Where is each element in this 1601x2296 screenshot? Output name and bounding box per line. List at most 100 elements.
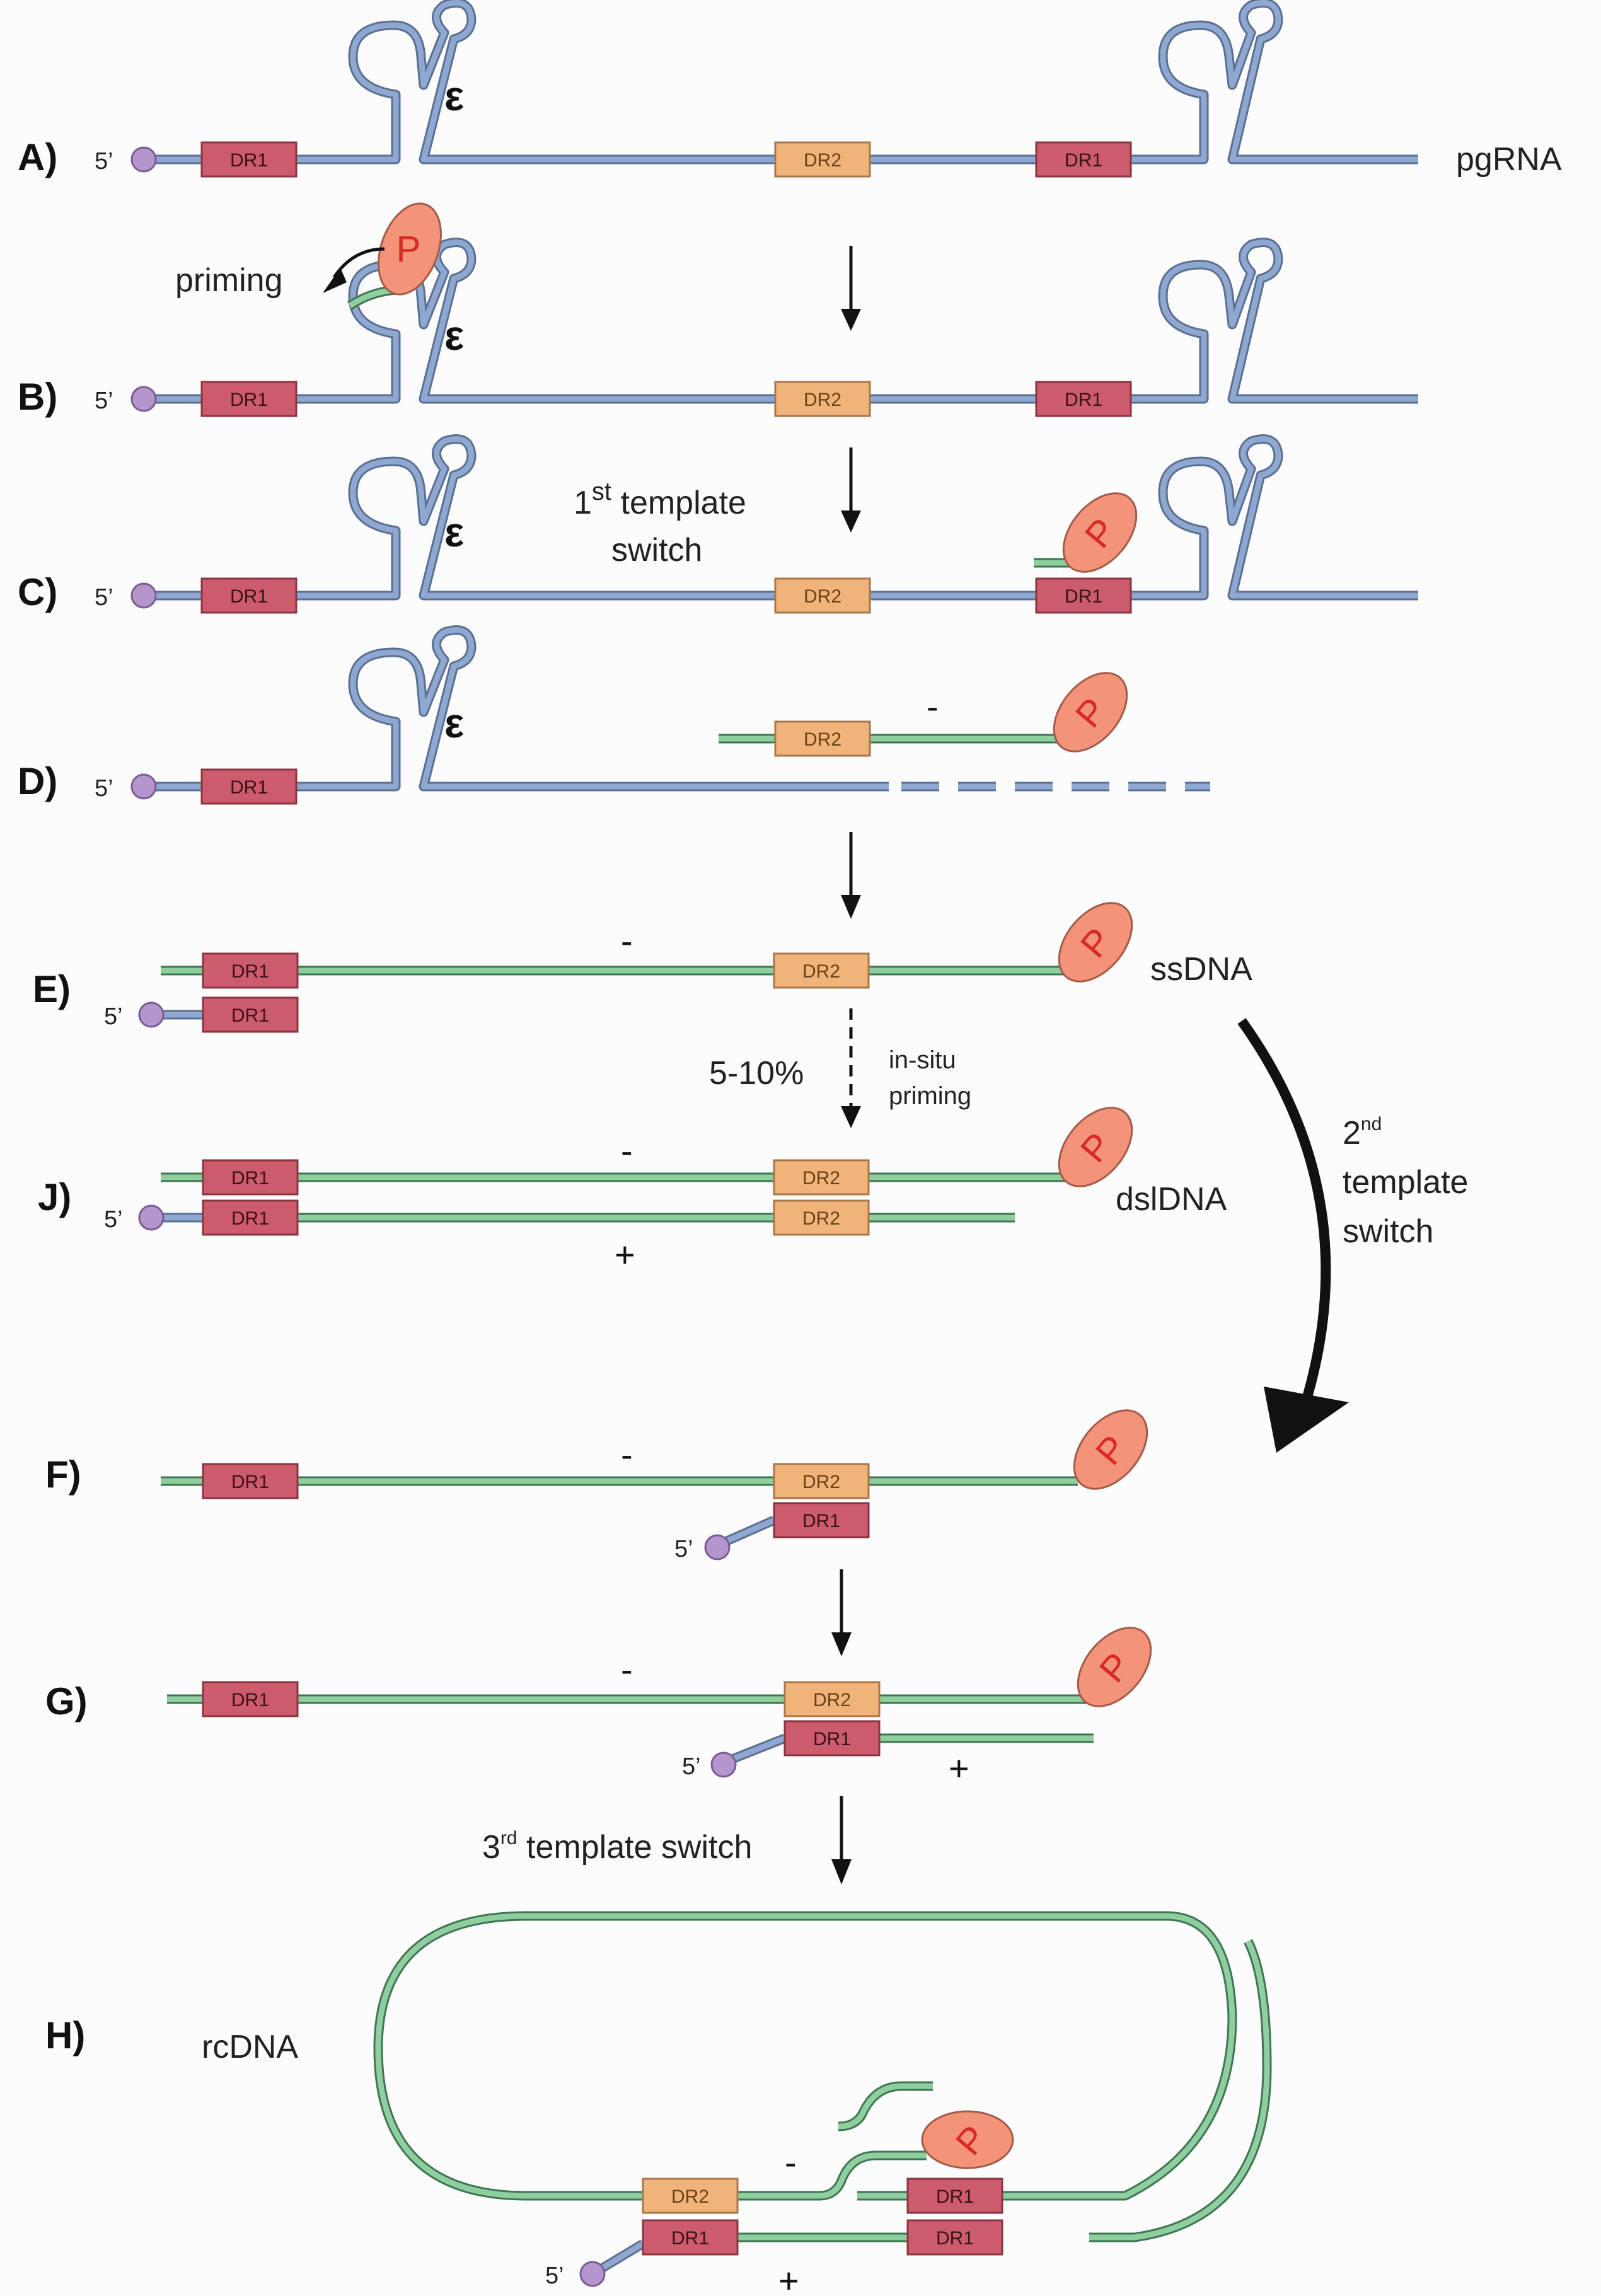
- five-prime-label: 5’: [674, 1536, 693, 1562]
- pgrna-strand: [151, 434, 1418, 601]
- switch-rest: template switch: [517, 1829, 753, 1866]
- minus-sign: -: [621, 1131, 633, 1170]
- dr1-box: [773, 1502, 870, 1538]
- dr2-box: [774, 720, 871, 757]
- in-situ-label: in-situ: [889, 1046, 956, 1074]
- epsilon-label: ε: [444, 700, 464, 746]
- polymerase-p: P: [1073, 1409, 1148, 1490]
- five-prime-label: 5’: [104, 1206, 123, 1233]
- dr2-box: [773, 1159, 870, 1196]
- row-g: DR1 DR2 - P 5’ DR1 +: [167, 1627, 1152, 1788]
- dr1-box: [906, 2219, 1003, 2256]
- five-prime-cap: [710, 1751, 737, 1778]
- dr2-label: DR2: [804, 389, 841, 410]
- row-label-d: D): [18, 760, 57, 802]
- pgrna-label: pgRNA: [1456, 141, 1562, 178]
- svg-text:1st template: 1st template: [574, 478, 746, 521]
- switch-sup: rd: [500, 1828, 517, 1849]
- switch-sup: nd: [1361, 1114, 1382, 1134]
- dr2-label: DR2: [804, 586, 841, 607]
- polymerase-p: P: [1058, 1107, 1133, 1187]
- dr1-label: DR1: [936, 2228, 974, 2249]
- row-e: DR1 DR2 - P ssDNA 5’ DR1: [104, 902, 1252, 1033]
- row-label-a: A): [18, 136, 57, 178]
- five-prime-cap: [138, 1001, 165, 1028]
- epsilon-label: ε: [444, 509, 464, 555]
- dr1-box: [1035, 577, 1132, 614]
- row-label-f: F): [45, 1453, 81, 1496]
- switch-line2: switch: [611, 532, 702, 568]
- dr1-box: [200, 381, 298, 417]
- dr1-label: DR1: [936, 2186, 974, 2207]
- third-template-switch-label: 3rd template switch: [482, 1828, 752, 1866]
- minus-sign: -: [785, 2142, 797, 2182]
- dr1-label: DR1: [231, 1005, 269, 1026]
- dr1-label: DR1: [802, 1511, 840, 1532]
- five-prime-label: 5’: [682, 1753, 701, 1780]
- dr1-label: DR1: [1065, 389, 1102, 410]
- dr1-label: DR1: [231, 1208, 269, 1229]
- dr1-box: [200, 577, 298, 614]
- five-prime-label: 5’: [95, 148, 113, 175]
- plus-sign: +: [949, 1748, 969, 1788]
- down-arrow: [841, 246, 861, 331]
- plus-sign: +: [778, 2261, 799, 2296]
- dr1-box: [783, 1720, 881, 1757]
- dsldna-label: dslDNA: [1116, 1181, 1227, 1218]
- epsilon-label: ε: [444, 72, 464, 119]
- switch-sup: st: [592, 478, 611, 505]
- five-prime-cap: [138, 1204, 165, 1231]
- dr2-label: DR2: [802, 1472, 840, 1492]
- dr2-box: [774, 141, 871, 178]
- switch-num: 3: [482, 1829, 500, 1866]
- dr1-box: [202, 952, 299, 989]
- dr2-label: DR2: [804, 150, 841, 171]
- dr1-box: [202, 1681, 299, 1717]
- down-arrow: [841, 832, 861, 919]
- percent-label: 5-10%: [709, 1055, 804, 1092]
- row-d: 5’ DR1 ε DR2 - P: [95, 625, 1210, 805]
- dr1-box: [202, 1159, 299, 1196]
- dashed-down-arrow: [841, 1008, 861, 1128]
- dr1-label: DR1: [231, 1472, 269, 1492]
- row-c: 5’ DR1 ε DR2 DR1 P 1st template switch: [95, 434, 1418, 614]
- pgrna-strand: [151, 625, 889, 792]
- plus-sign: +: [615, 1235, 635, 1274]
- dr1-label: DR1: [230, 586, 268, 607]
- dr1-box: [200, 141, 298, 178]
- dr2-box: [774, 577, 871, 614]
- svg-text:3rd template switch: 3rd template switch: [482, 1828, 752, 1866]
- polymerase-p: P: [1062, 492, 1138, 573]
- second-template-switch-arrow: [1237, 1018, 1349, 1453]
- dr2-box: [773, 1463, 870, 1499]
- dr2-label: DR2: [671, 2186, 709, 2207]
- row-label-b: B): [18, 376, 57, 418]
- dr1-label: DR1: [813, 1729, 851, 1750]
- five-prime-label: 5’: [95, 775, 113, 802]
- dr2-label: DR2: [802, 961, 840, 982]
- priming-label: priming: [175, 262, 283, 299]
- dr2-box: [642, 2178, 739, 2214]
- dr1-box: [200, 768, 298, 805]
- dr2-box: [773, 952, 870, 989]
- row-label-e: E): [33, 968, 71, 1010]
- rcdna-label: rcDNA: [202, 2029, 298, 2065]
- minus-sign: -: [621, 1649, 633, 1689]
- dr2-box: [774, 381, 871, 417]
- five-prime-cap: [130, 582, 157, 609]
- five-prime-label: 5’: [95, 584, 113, 611]
- dr1-label: DR1: [231, 961, 269, 982]
- dr2-box: [783, 1681, 881, 1717]
- minus-strand-loop: [373, 1911, 1237, 2201]
- five-prime-label: 5’: [545, 2263, 564, 2289]
- row-f: DR1 DR2 - P 5’ DR1: [161, 1409, 1148, 1562]
- minus-sign: -: [927, 686, 939, 726]
- first-template-switch-label: 1st template switch: [574, 478, 746, 568]
- dr1-label: DR1: [230, 150, 268, 171]
- dr1-label: DR1: [1065, 586, 1102, 607]
- minus-sign: -: [621, 921, 633, 961]
- dr1-label: DR1: [671, 2228, 709, 2249]
- polymerase-p: P: [1053, 672, 1128, 753]
- row-b: 5’ DR1 ε DR2 DR1 P priming: [95, 202, 1418, 417]
